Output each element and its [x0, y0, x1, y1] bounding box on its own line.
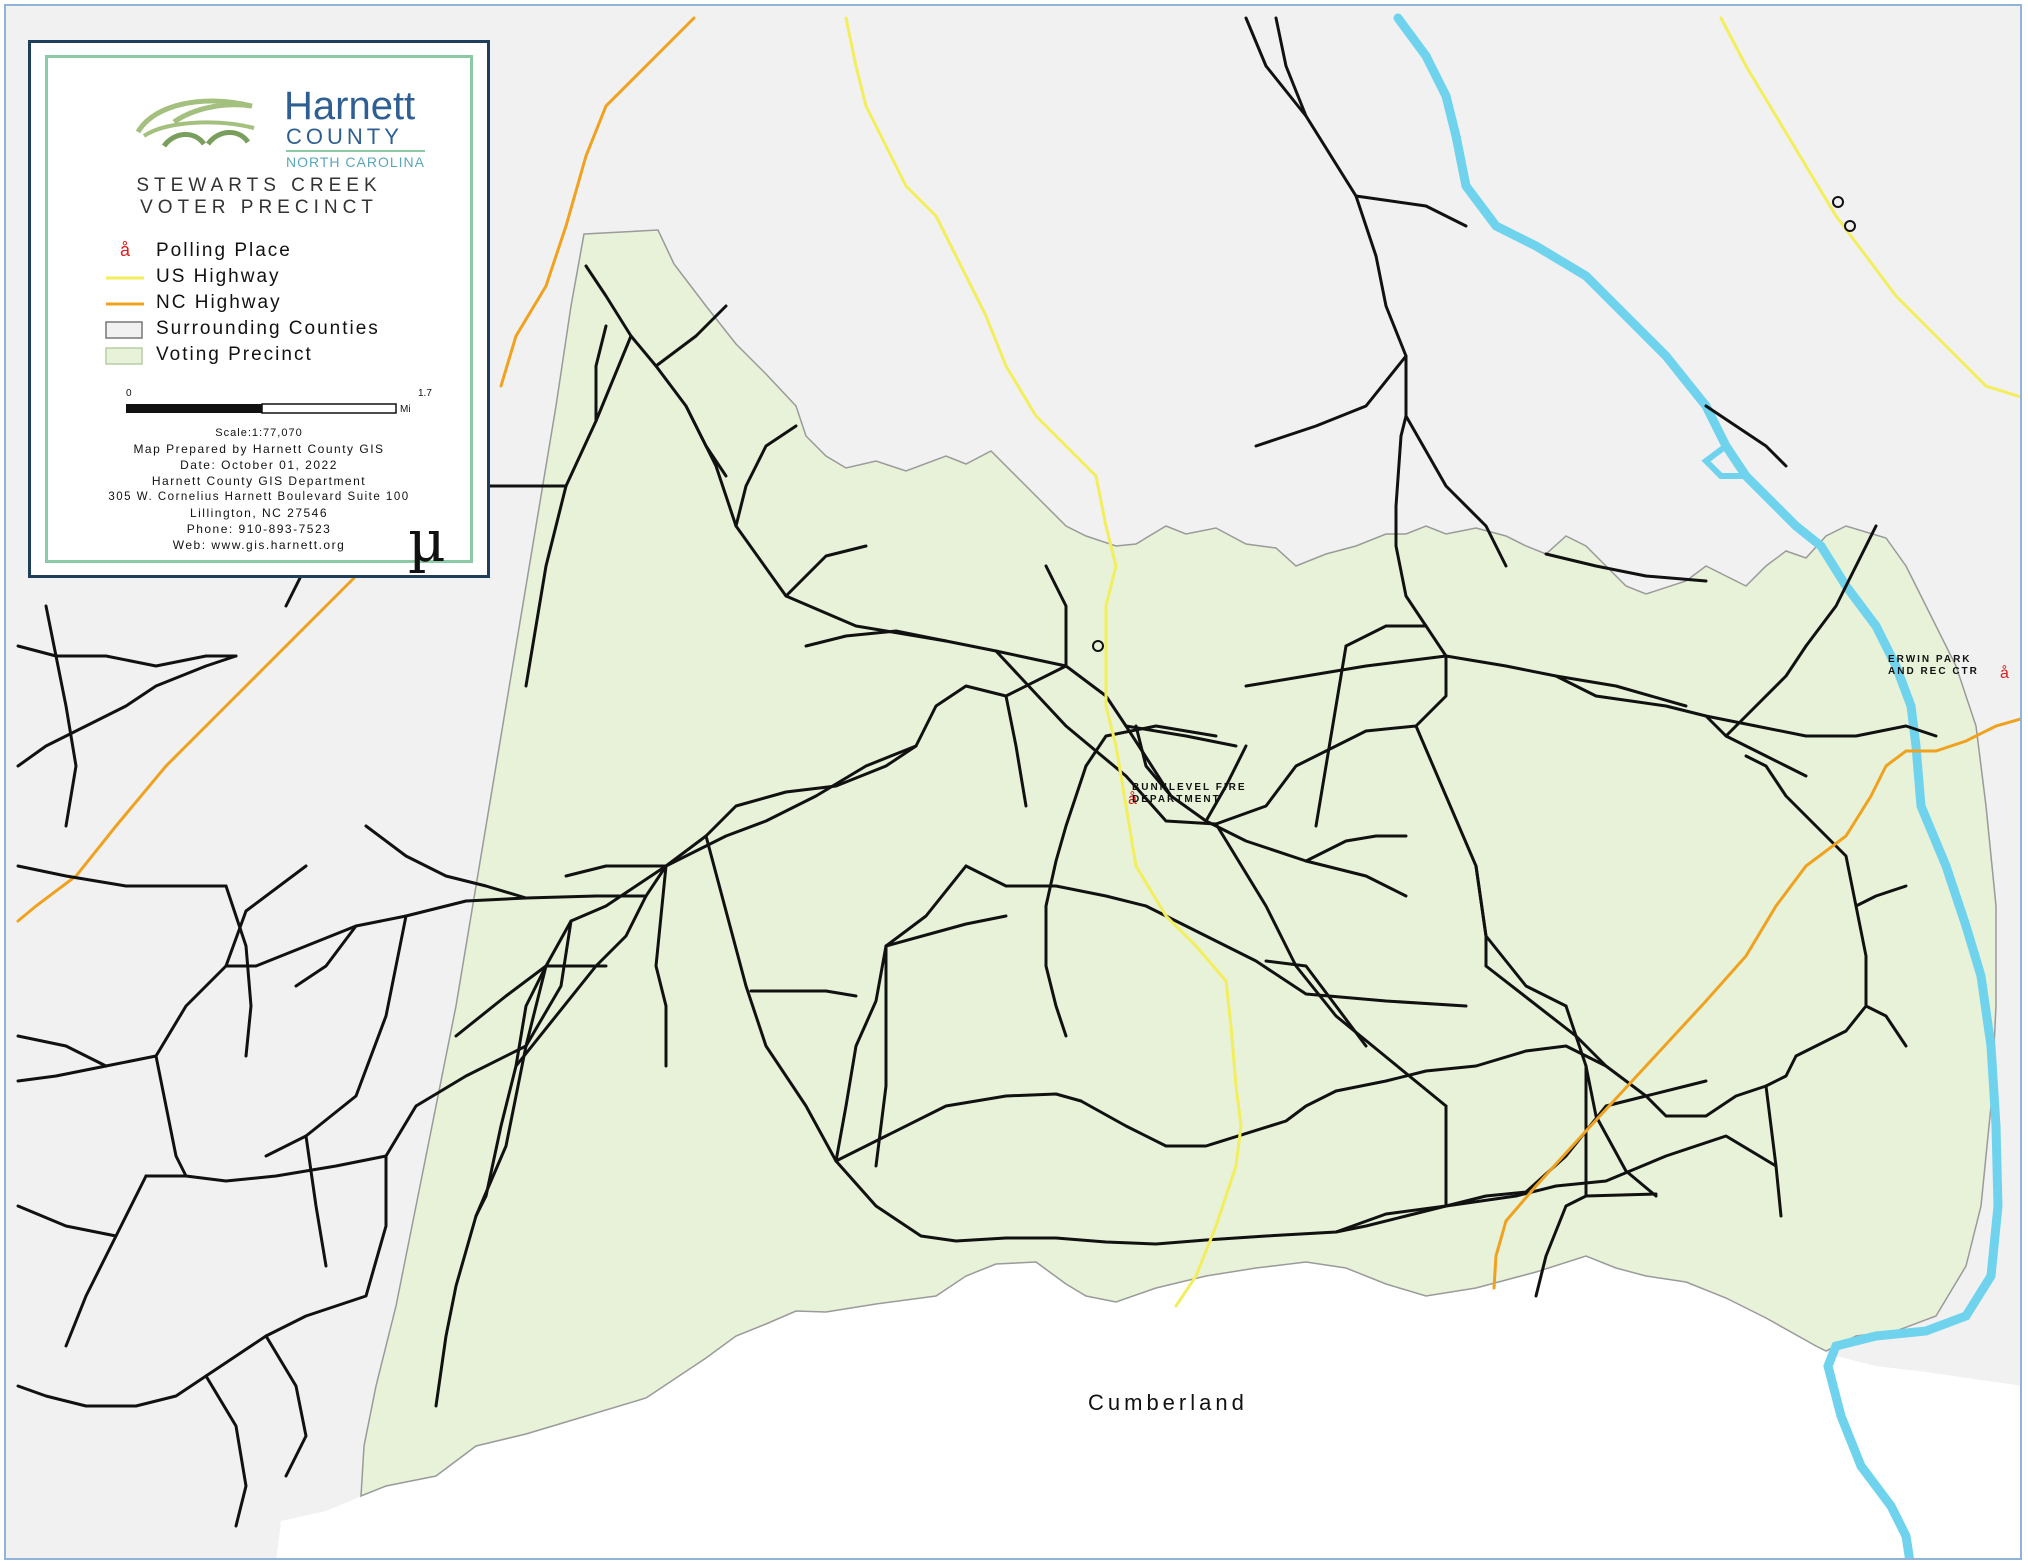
highway-marker — [1092, 640, 1104, 652]
info-line-4: 305 W. Cornelius Harnett Boulevard Suite… — [108, 491, 410, 503]
polling-place-bunnlevel[interactable]: å — [1128, 790, 1137, 808]
label-bunnlevel-line1: BUNNLEVEL FIRE — [1132, 782, 1247, 793]
legend-label-precinct: Voting Precinct — [156, 344, 313, 365]
label-bunnlevel-fire-dept: BUNNLEVEL FIRE DEPARTMENT — [1132, 782, 1247, 806]
map-canvas[interactable]: å å — [6, 6, 2022, 1560]
legend-label-nc-highway: NC Highway — [156, 292, 282, 313]
info-line-5: Lillington, NC 27546 — [189, 506, 329, 520]
label-erwin-park: ERWIN PARK AND REC CTR — [1888, 654, 1979, 678]
river-oxbow — [1701, 443, 1746, 479]
cumberland-county-area — [276, 1256, 2020, 1558]
highway-marker — [1832, 196, 1844, 208]
label-cumberland: Cumberland — [1088, 1390, 1248, 1415]
info-line-1: Map Prepared by Harnett County GIS — [133, 442, 385, 456]
scale-min: 0 — [126, 388, 132, 399]
polling-place-erwin[interactable]: å — [2000, 664, 2009, 682]
us-highway-line-icon — [106, 276, 144, 280]
legend-label-surrounding: Surrounding Counties — [156, 318, 380, 339]
map-legend: Harnett COUNTY NORTH CAROLINA STEWARTS C… — [28, 40, 490, 578]
logo-harnett-text: Harnett — [284, 84, 416, 128]
info-line-7: Web: www.gis.harnett.org — [172, 538, 346, 552]
nc-highway-line-icon — [106, 302, 144, 306]
info-line-6: Phone: 910-893-7523 — [186, 522, 332, 536]
legend-title-line1: STEWARTS CREEK — [136, 175, 382, 196]
legend-label-polling: Polling Place — [156, 240, 292, 261]
local-roads — [16, 16, 1938, 1478]
label-bunnlevel-line2: DEPARTMENT — [1132, 794, 1221, 805]
logo-county-text: COUNTY — [286, 124, 403, 149]
legend-title-line2: VOTER PRECINCT — [140, 197, 378, 218]
logo-state-text: NORTH CAROLINA — [286, 150, 425, 169]
voting-precinct-swatch-icon — [105, 347, 143, 365]
north-arrow-icon: µ — [408, 507, 446, 575]
scale-bar — [126, 403, 397, 414]
nc-highways — [16, 16, 2020, 1290]
polling-place-icon: å — [120, 240, 133, 260]
us-highways — [844, 16, 2020, 1308]
scale-ratio: Scale:1:77,070 — [215, 427, 303, 439]
info-line-3: Harnett County GIS Department — [151, 474, 367, 488]
info-line-2: Date: October 01, 2022 — [180, 458, 338, 472]
label-erwin-line1: ERWIN PARK — [1888, 654, 1972, 665]
surrounding-roads — [16, 604, 328, 1528]
highway-marker — [1844, 220, 1856, 232]
map-frame: å å BUNNLEVEL FIRE DEPARTMENT ERWIN PARK… — [4, 4, 2022, 1560]
scale-unit: Mi — [400, 404, 411, 415]
scale-max: 1.7 — [418, 388, 432, 399]
label-erwin-line2: AND REC CTR — [1888, 666, 1979, 677]
surrounding-counties-swatch-icon — [105, 321, 143, 339]
legend-inner-frame: Harnett COUNTY NORTH CAROLINA STEWARTS C… — [45, 55, 473, 570]
cape-fear-river — [1393, 13, 2003, 1558]
legend-label-us-highway: US Highway — [156, 266, 281, 287]
harnett-logo-icon — [135, 98, 255, 148]
